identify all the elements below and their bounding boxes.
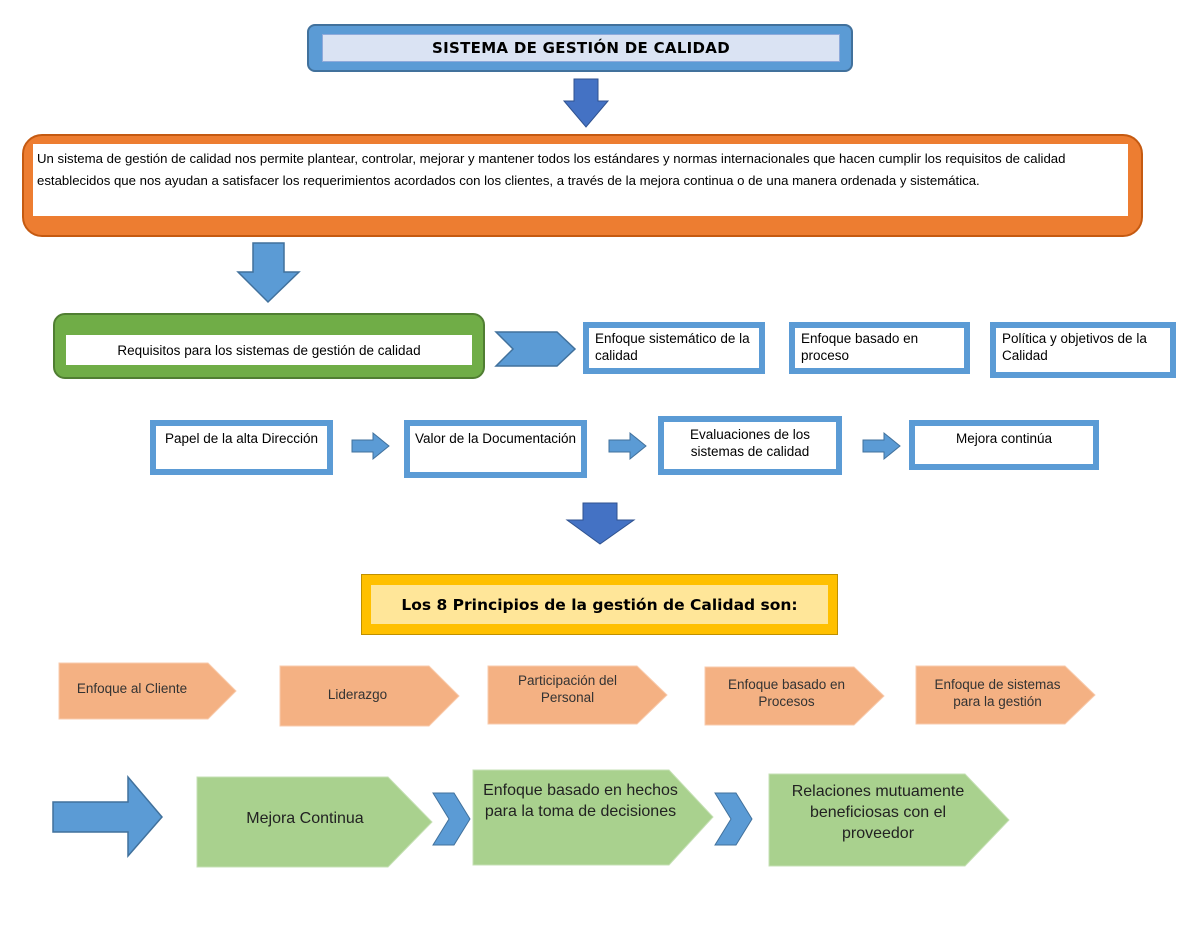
process-item-4: Mejora continúa bbox=[909, 420, 1099, 470]
down-arrow-3 bbox=[565, 502, 636, 545]
requirement-item-2: Enfoque basado en proceso bbox=[789, 322, 970, 374]
requirement-item-1: Enfoque sistemático de la calidad bbox=[583, 322, 765, 374]
principle-label-3: Participación del Personal bbox=[517, 673, 618, 705]
principle-shape-5 bbox=[915, 665, 1096, 725]
down-arrow-1 bbox=[562, 78, 610, 128]
principle-shape-2 bbox=[279, 665, 460, 727]
principle-label-8: Relaciones mutuamente beneficiosas con e… bbox=[791, 783, 965, 842]
principle-label-7: Enfoque basado en hechos para la toma de… bbox=[483, 782, 678, 820]
principle-label-4: Enfoque basado en Procesos bbox=[727, 677, 846, 709]
principles-title: Los 8 Principios de la gestión de Calida… bbox=[371, 585, 828, 624]
requirement-item-3: Política y objetivos de la Calidad bbox=[990, 322, 1176, 378]
principle-label-1: Enfoque al Cliente bbox=[76, 681, 188, 696]
definition-text: Un sistema de gestión de calidad nos per… bbox=[33, 144, 1128, 216]
chevron-right-1 bbox=[432, 792, 471, 846]
down-arrow-2 bbox=[236, 242, 301, 304]
big-right-arrow bbox=[52, 774, 163, 859]
principle-label-5: Enfoque de sistemas para la gestión bbox=[934, 677, 1061, 709]
principle-label-2: Liderazgo bbox=[327, 687, 388, 702]
requirements-label: Requisitos para los sistemas de gestión … bbox=[66, 335, 472, 365]
principle-shape-4 bbox=[704, 666, 885, 726]
process-item-1: Papel de la alta Dirección bbox=[150, 420, 333, 475]
principle-shape-1 bbox=[58, 662, 237, 720]
right-arrow-row-1 bbox=[351, 431, 390, 461]
right-arrow-row-2 bbox=[608, 431, 647, 461]
chevron-right-arrow bbox=[494, 331, 577, 367]
process-item-2: Valor de la Documentación bbox=[404, 420, 587, 478]
right-arrow-row-3 bbox=[862, 431, 901, 461]
process-item-3: Evaluaciones de los sistemas de calidad bbox=[658, 416, 842, 475]
diagram-title: SISTEMA DE GESTIÓN DE CALIDAD bbox=[322, 34, 840, 62]
principle-shape-3 bbox=[487, 665, 668, 725]
chevron-right-2 bbox=[714, 792, 753, 846]
principle-shape-7 bbox=[472, 769, 714, 866]
principle-shape-6 bbox=[196, 776, 433, 868]
principle-shape-8 bbox=[768, 773, 1010, 867]
principle-label-6: Mejora Continua bbox=[246, 810, 364, 827]
